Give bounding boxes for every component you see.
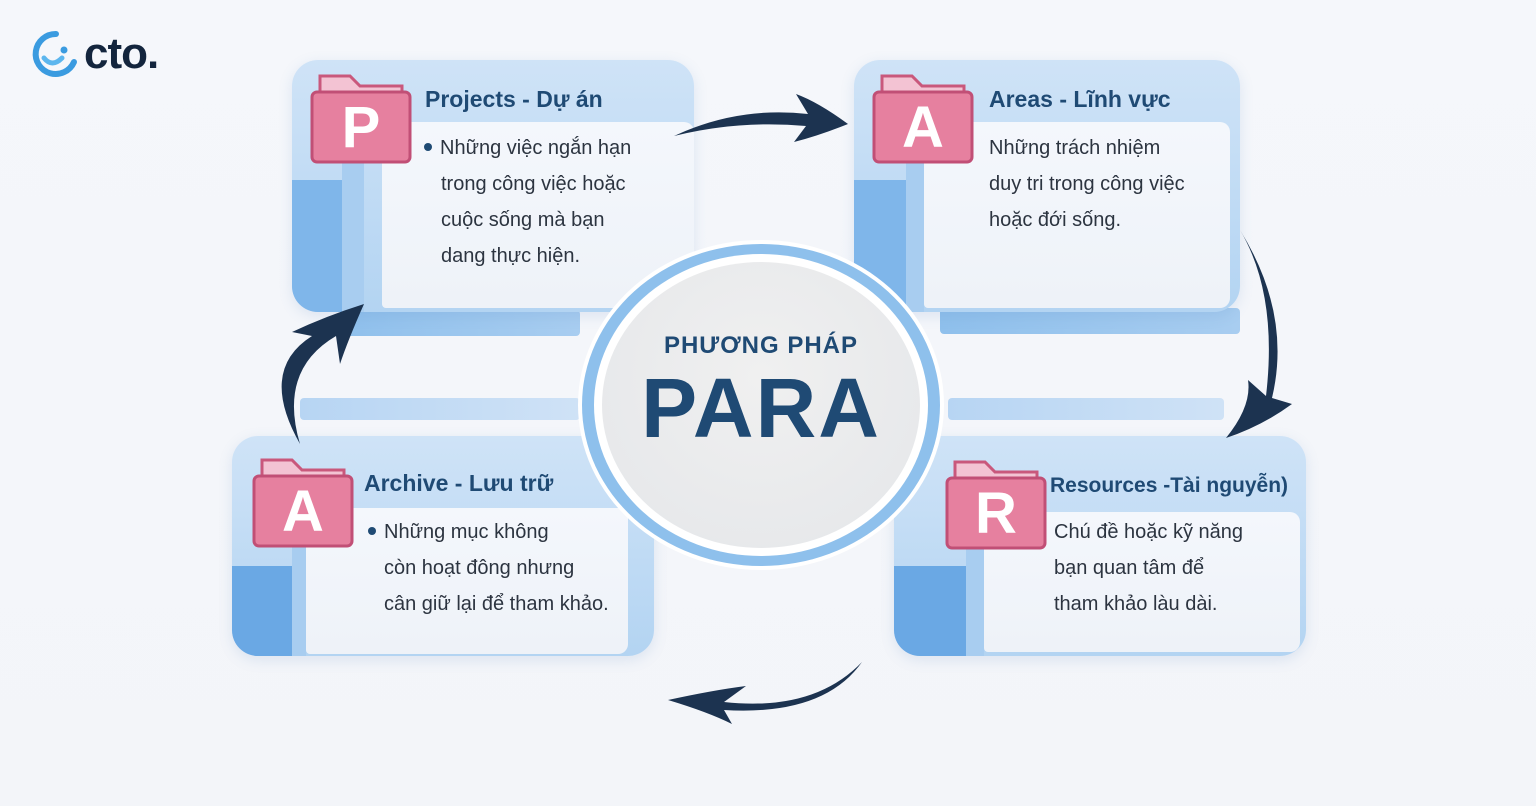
folder-icon-areas: A bbox=[872, 72, 974, 164]
folder-letter: P bbox=[341, 95, 381, 160]
folder-icon-projects: P bbox=[310, 72, 412, 164]
octopus-logo-icon bbox=[32, 30, 77, 77]
card-desc-resources: Chú đề hoặc kỹ năng bạn quan tâm để tham… bbox=[1054, 521, 1244, 615]
card-title-areas: Areas - Lĩnh vực bbox=[989, 86, 1171, 112]
folder-letter: R bbox=[975, 481, 1017, 546]
folder-icon-resources: R bbox=[945, 458, 1047, 550]
card-desc-projects: Những việc ngắn hạn trong công việc hoặc… bbox=[424, 130, 631, 274]
card-desc-archive: Những mục không còn hoạt đông nhưng cân … bbox=[368, 514, 609, 622]
center-subtitle: PHƯƠNG PHÁP bbox=[663, 332, 859, 359]
bullet-icon bbox=[368, 526, 376, 535]
card-areas bbox=[854, 60, 1240, 312]
card-title-resources: Resources -Tài nguyễn) bbox=[1050, 474, 1289, 497]
connector-bar-right-bottom bbox=[948, 398, 1224, 420]
bullet-icon bbox=[424, 142, 432, 151]
folder-letter: A bbox=[902, 95, 944, 160]
card-desc-areas: Những trách nhiệm duy tri trong công việ… bbox=[989, 137, 1185, 231]
center-title: PARA bbox=[641, 361, 881, 455]
arrow-areas-to-resources-icon bbox=[1226, 230, 1292, 438]
arrow-resources-to-archive-icon bbox=[668, 662, 862, 724]
connector-bar-left-top bbox=[340, 310, 580, 336]
folder-icon-archive: A bbox=[252, 456, 354, 548]
connector-bar-left-bottom bbox=[300, 398, 580, 420]
folder-letter: A bbox=[282, 479, 324, 544]
connector-bar-right-top bbox=[940, 308, 1240, 334]
arrow-projects-to-areas-icon bbox=[674, 94, 848, 142]
brand-logo: cto. bbox=[30, 28, 159, 80]
arrow-archive-to-projects-icon bbox=[281, 304, 364, 444]
center-circle: PHƯƠNG PHÁP PARA bbox=[578, 240, 944, 570]
logo-text: cto. bbox=[84, 29, 159, 78]
card-projects bbox=[292, 60, 694, 312]
card-title-archive: Archive - Lưu trữ bbox=[364, 470, 554, 496]
card-title-projects: Projects - Dự án bbox=[425, 86, 603, 112]
